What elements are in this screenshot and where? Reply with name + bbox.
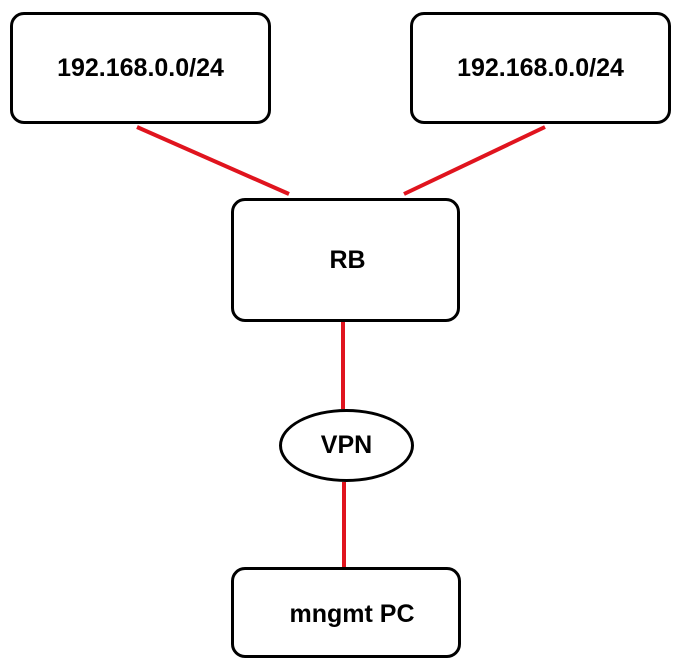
right-network-node: 192.168.0.0/24 <box>410 12 671 124</box>
vpn-node: VPN <box>279 409 414 482</box>
link-right-network-to-router <box>403 125 546 196</box>
mgmt-pc-node: mngmt PC <box>231 567 461 658</box>
router-node: RB <box>231 198 460 322</box>
left-network-node: 192.168.0.0/24 <box>10 12 271 124</box>
right-network-label: 192.168.0.0/24 <box>457 53 624 82</box>
vpn-label: VPN <box>320 431 373 459</box>
left-network-label: 192.168.0.0/24 <box>57 53 224 82</box>
mgmt-pc-label: mngmt PC <box>289 600 415 628</box>
router-label: RB <box>329 245 366 274</box>
link-left-network-to-router <box>136 125 290 196</box>
